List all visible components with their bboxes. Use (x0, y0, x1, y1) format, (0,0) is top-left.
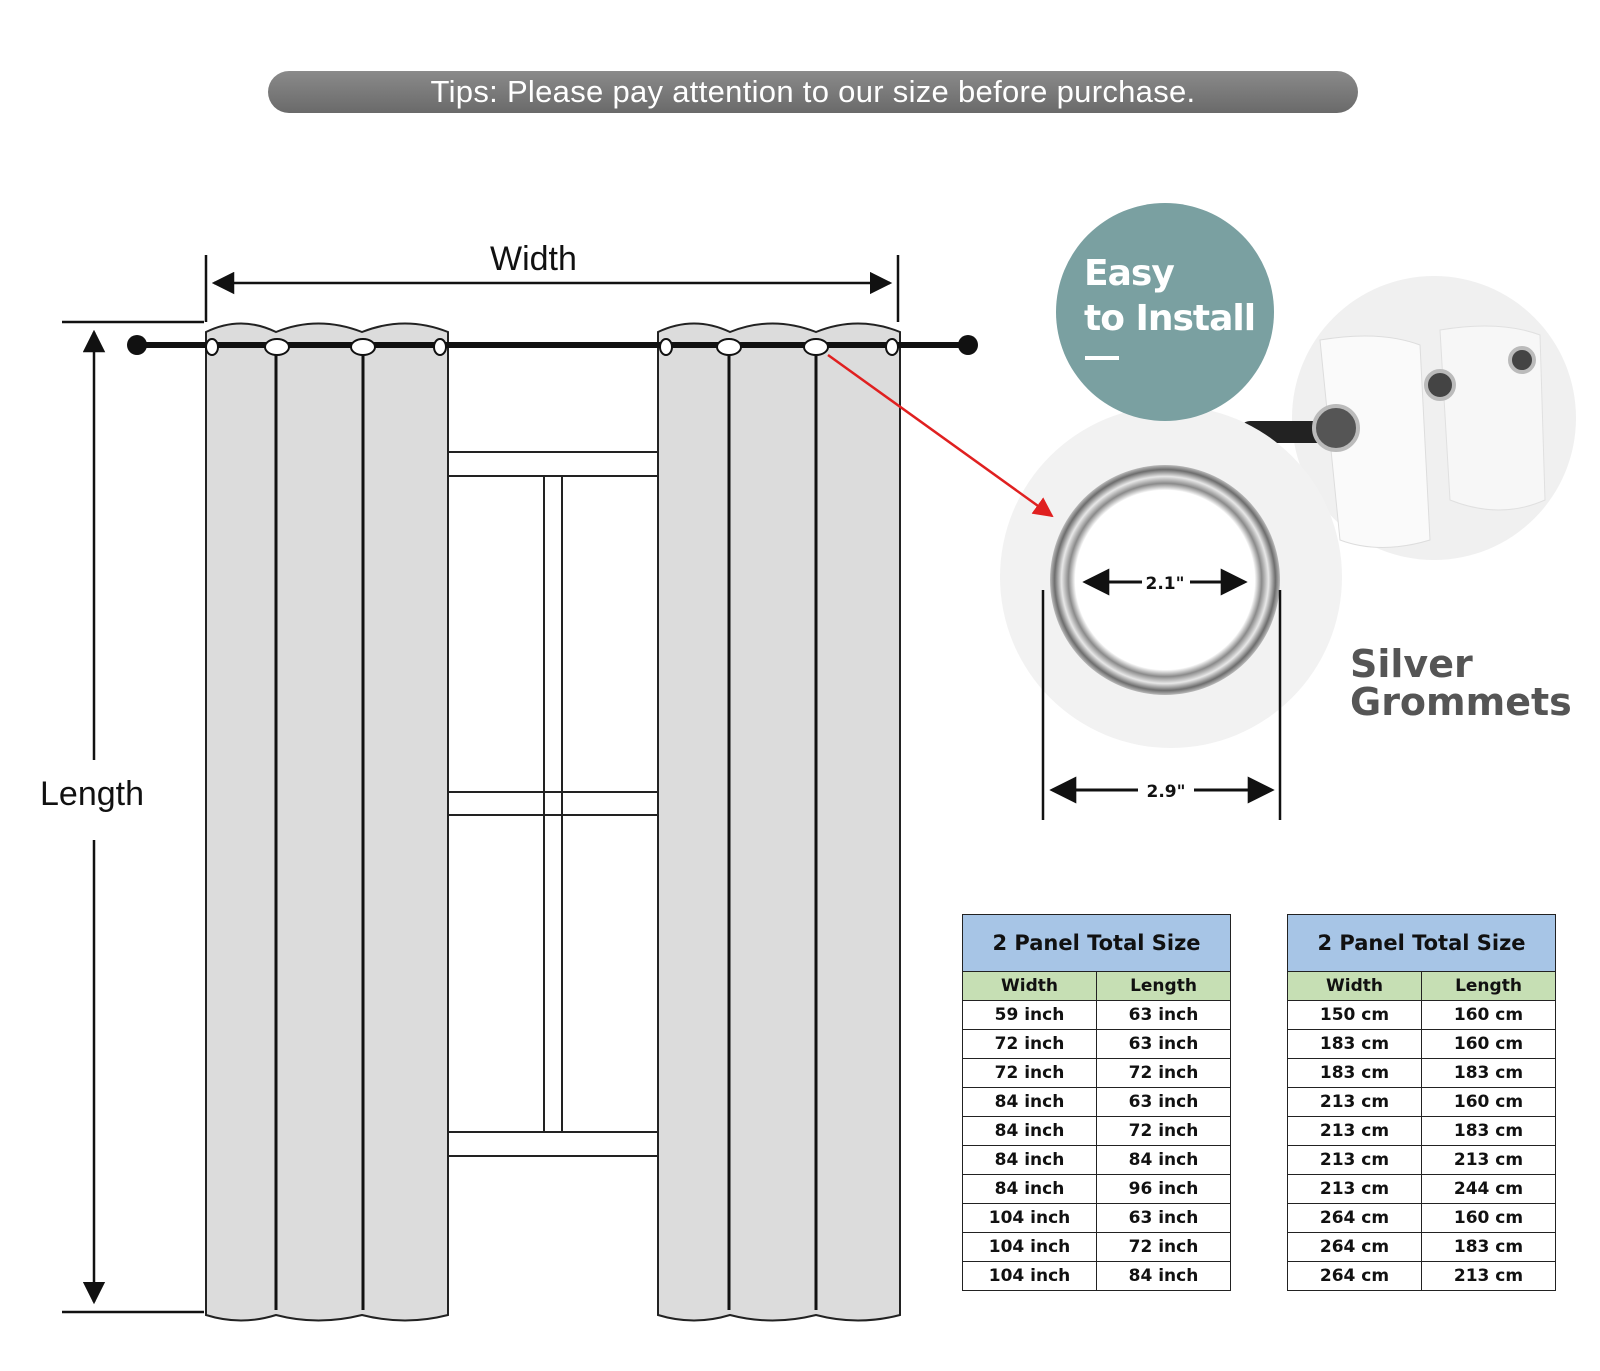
col-header-width: Width (962, 971, 1097, 1001)
silver-grommets-label: Silver Grommets (1350, 645, 1572, 721)
window-frame (448, 451, 658, 1157)
badge-line1: Easy (1084, 253, 1175, 294)
pointer-arrow (827, 353, 1054, 518)
width-dimension (204, 255, 900, 322)
col-header-length: Length (1096, 971, 1231, 1001)
tips-banner: Tips: Please pay attention to our size b… (268, 71, 1358, 113)
length-dimension (62, 320, 204, 1314)
grommet-label-line1: Silver (1350, 642, 1473, 686)
diagram-grommets (205, 338, 899, 356)
grommet-closeup (1000, 406, 1342, 820)
col-header-length: Length (1421, 971, 1556, 1001)
right-curtain-panel (657, 322, 901, 1322)
outer-diameter-label: 2.9" (1147, 782, 1186, 802)
easy-install-badge: Easy to Install (1056, 203, 1274, 421)
length-label: Length (40, 775, 144, 813)
col-header-width: Width (1287, 971, 1422, 1001)
left-curtain-panel (205, 322, 449, 1322)
curtain-photo (1239, 276, 1576, 560)
badge-line2: to Install (1084, 298, 1256, 339)
width-label: Width (490, 240, 577, 278)
grommet-label-line2: Grommets (1350, 680, 1572, 724)
badge-dash (1085, 356, 1119, 360)
table-title: 2 Panel Total Size (962, 914, 1231, 972)
table-title: 2 Panel Total Size (1287, 914, 1556, 972)
inner-diameter-label: 2.1" (1146, 574, 1185, 594)
